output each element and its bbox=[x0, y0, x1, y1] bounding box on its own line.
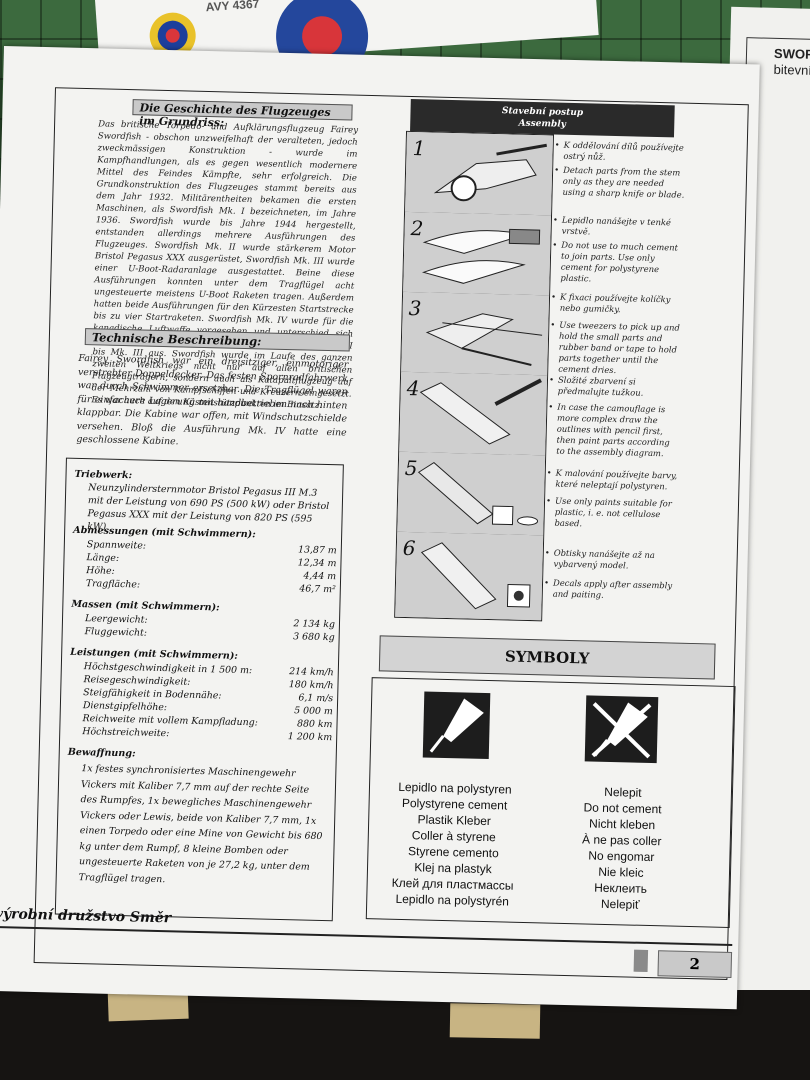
assembly-step-6: 6 bbox=[395, 531, 544, 621]
assembly-step-1: 1 bbox=[405, 131, 553, 217]
assembly-step-5: 5 bbox=[397, 451, 546, 537]
note-en-6: Decals apply after assembly and paiting. bbox=[553, 578, 676, 603]
note-en-3: Use tweezers to pick up and hold the sma… bbox=[558, 320, 681, 378]
instruction-page: Die Geschichte des Flugzeuges im Grundri… bbox=[0, 46, 760, 1010]
note-cz-2: Lepidlo nanášejte v tenké vrstvě. bbox=[562, 215, 685, 240]
note-cz-4: Složité zbarvení si předmalujte tužkou. bbox=[558, 375, 681, 400]
armament-text: 1x festes synchronisiertes Maschinengewe… bbox=[78, 763, 323, 885]
armament-heading: Bewaffnung: bbox=[67, 746, 136, 760]
note-en-5: Use only paints suitable for plastic, i.… bbox=[554, 496, 677, 532]
crossed-cement-icon bbox=[591, 702, 652, 759]
note-cz-3: K fixaci používejte kolíčky nebo gumičky… bbox=[560, 292, 683, 317]
mass-heading: Massen (mit Schwimmern): bbox=[71, 598, 220, 614]
note-cz-5: K malování používejte barvy, které nelep… bbox=[555, 468, 678, 493]
cutting-parts-illustration bbox=[433, 143, 547, 202]
footer-marker bbox=[633, 949, 649, 973]
publisher-name: výrobní družstvo Směr bbox=[0, 906, 172, 927]
note-en-4: In case the camouflage is more complex d… bbox=[556, 402, 679, 460]
cement-icon bbox=[422, 691, 491, 760]
technical-text: Fairey Swordfish war ein dreisitziger, e… bbox=[76, 352, 349, 448]
note-cz-1: K oddělování dílů používejte ostrý nůž. bbox=[563, 140, 686, 165]
history-text: Das britische Torpedo- und Aufklärungsfl… bbox=[91, 119, 359, 411]
tweezers-illustration bbox=[425, 313, 543, 366]
painting-illustration bbox=[417, 462, 539, 526]
assembly-steps-column: 1 2 3 4 5 6 bbox=[394, 130, 555, 622]
specifications-box: Triebwerk: Neunzylindersternmotor Bristo… bbox=[54, 457, 344, 922]
next-page-title: SWORI bbox=[773, 45, 810, 63]
pencil-outline-illustration bbox=[419, 378, 542, 445]
note-en-1: Detach parts from the stem only as they … bbox=[562, 165, 685, 201]
decals-illustration bbox=[420, 542, 531, 610]
cement-tube-icon bbox=[429, 698, 484, 753]
assembly-step-2: 2 bbox=[403, 211, 552, 297]
page-number: 2 bbox=[657, 950, 733, 979]
masking-tape bbox=[449, 1003, 541, 1039]
next-page-subtitle: bitevní bbox=[773, 61, 810, 78]
performance-heading: Leistungen (mit Schwimmern): bbox=[70, 646, 238, 662]
glue-parts-illustration bbox=[421, 228, 541, 284]
engine-heading: Triebwerk: bbox=[74, 468, 133, 482]
assembly-step-3: 3 bbox=[401, 291, 550, 377]
no-cement-icon bbox=[584, 695, 659, 764]
note-en-2: Do not use to much cement to join parts.… bbox=[560, 240, 683, 287]
decal-code-text: AVY 4367 bbox=[205, 0, 260, 15]
assembly-step-4: 4 bbox=[399, 371, 548, 457]
note-cz-6: Obtisky nanášejte až na vybarvený model. bbox=[553, 548, 676, 573]
